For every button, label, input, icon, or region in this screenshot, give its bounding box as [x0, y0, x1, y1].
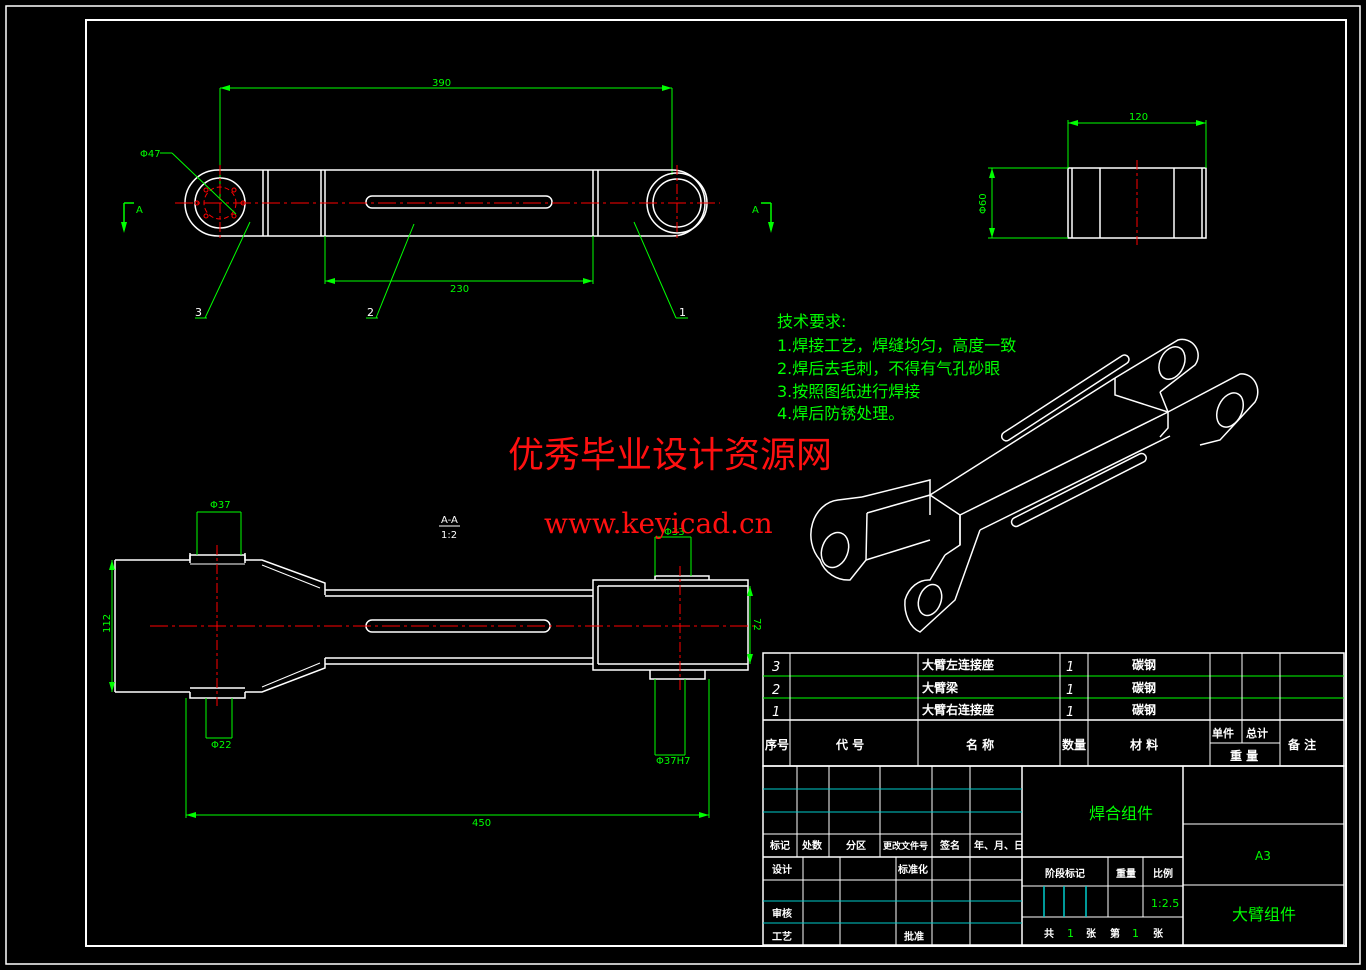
tb-format: A3 [1255, 849, 1271, 863]
dim-bottom-boss: Φ22 [211, 740, 232, 751]
header-name: 名 称 [966, 737, 994, 752]
tech-note-1: 1.焊接工艺，焊缝均匀，高度一致 [777, 336, 1016, 355]
part-row-1-qty: 1 [1066, 660, 1074, 675]
inner-border [85, 19, 1347, 947]
side-view: 120 Φ60 [978, 112, 1207, 245]
dim-right-height: 72 [751, 618, 762, 631]
section-view: A-A 1:2 Φ37 Φ33 Φ22 [102, 500, 762, 829]
tb-approve: 批准 [904, 930, 924, 943]
tb-process: 工艺 [772, 930, 792, 943]
part-row-3-qty: 1 [1066, 705, 1074, 720]
tech-note-4: 4.焊后防锈处理。 [777, 404, 904, 423]
section-mark-right: A [752, 205, 759, 216]
part-row-2-qty: 1 [1066, 683, 1074, 698]
dim-right-bore: Φ37H7 [656, 756, 690, 767]
header-qty: 数量 [1062, 737, 1086, 752]
dim-height-phi60: Φ60 [978, 193, 989, 214]
dim-top-boss: Φ37 [210, 500, 231, 511]
part-row-2-material: 碳钢 [1132, 680, 1156, 695]
isometric-view [810, 338, 1259, 633]
top-view: 390 Φ47 230 [121, 78, 774, 319]
watermark-url: www.keyicad.cn [544, 507, 773, 540]
tb-drawing-name: 焊合组件 [1089, 804, 1153, 823]
tb-sheet-suffix: 张 [1153, 927, 1164, 940]
part-row-1-no: 3 [772, 660, 780, 675]
header-weight: 重 量 [1230, 748, 1258, 763]
tb-design: 设计 [772, 863, 792, 876]
tb-weight: 重量 [1116, 867, 1136, 880]
tb-sheet-label: 第 [1110, 927, 1120, 940]
balloon-1: 1 [679, 306, 686, 319]
tb-sign: 签名 [939, 839, 960, 852]
outer-border [5, 5, 1361, 965]
tb-change-doc: 更改文件号 [883, 840, 928, 852]
header-unit: 单件 [1212, 726, 1234, 740]
dim-overall-section: 450 [472, 818, 491, 829]
section-mark-left: A [136, 205, 143, 216]
tb-assembly-name: 大臂组件 [1232, 905, 1296, 924]
tb-date: 年、月、日 [974, 839, 1024, 852]
part-row-1-name: 大臂左连接座 [922, 657, 994, 672]
balloon-2: 2 [367, 306, 374, 319]
dim-hole-phi47: Φ47 [140, 149, 161, 160]
header-material: 材 料 [1129, 737, 1158, 752]
section-title: A-A [441, 515, 458, 526]
header-remark: 备 注 [1287, 737, 1316, 752]
balloon-3: 3 [195, 306, 202, 319]
title-block: 标记 处数 分区 更改文件号 签名 年、月、日 设计 标准化 审核 工艺 批准 … [762, 765, 1345, 946]
part-row-3-material: 碳钢 [1132, 702, 1156, 717]
watermark-title: 优秀毕业设计资源网 [508, 435, 832, 476]
part-row-3-name: 大臂右连接座 [922, 702, 994, 717]
part-row-1-material: 碳钢 [1132, 657, 1156, 672]
header-code: 代 号 [835, 737, 864, 752]
dim-left-height: 112 [102, 614, 113, 633]
tb-scale-value: 1:2.5 [1151, 897, 1179, 910]
tech-note-2: 2.焊后去毛刺，不得有气孔砂眼 [777, 359, 1000, 378]
parts-list: 3 大臂左连接座 1 碳钢 2 大臂梁 1 碳钢 1 大臂右连接座 1 碳钢 序… [762, 652, 1345, 767]
dim-overall-top: 390 [432, 78, 451, 89]
tech-notes-title: 技术要求: [777, 312, 846, 331]
dim-width-120: 120 [1129, 112, 1148, 123]
section-scale: 1:2 [441, 530, 457, 541]
tb-sheet-unit: 张 [1086, 927, 1097, 940]
tb-sheet-value: 1 [1132, 927, 1139, 940]
tb-total-value: 1 [1067, 927, 1074, 940]
tb-stage-mark: 阶段标记 [1045, 867, 1085, 880]
dim-slot-230: 230 [450, 284, 469, 295]
header-total: 总计 [1246, 726, 1268, 740]
tb-zone: 分区 [846, 839, 866, 852]
tb-mark: 标记 [769, 839, 790, 852]
part-row-2-no: 2 [772, 683, 780, 698]
tb-review: 审核 [772, 907, 792, 920]
tb-standardize: 标准化 [897, 863, 928, 876]
tb-total-label: 共 [1044, 927, 1054, 940]
tech-notes: 技术要求: 1.焊接工艺，焊缝均匀，高度一致 2.焊后去毛刺，不得有气孔砂眼 3… [777, 312, 1016, 423]
tb-scale: 比例 [1153, 867, 1173, 880]
dim-right-boss: Φ33 [664, 527, 685, 538]
header-no: 序号 [765, 737, 789, 752]
part-row-2-name: 大臂梁 [922, 680, 958, 695]
part-row-3-no: 1 [772, 705, 780, 720]
tb-count: 处数 [801, 839, 823, 852]
tech-note-3: 3.按照图纸进行焊接 [777, 382, 920, 401]
